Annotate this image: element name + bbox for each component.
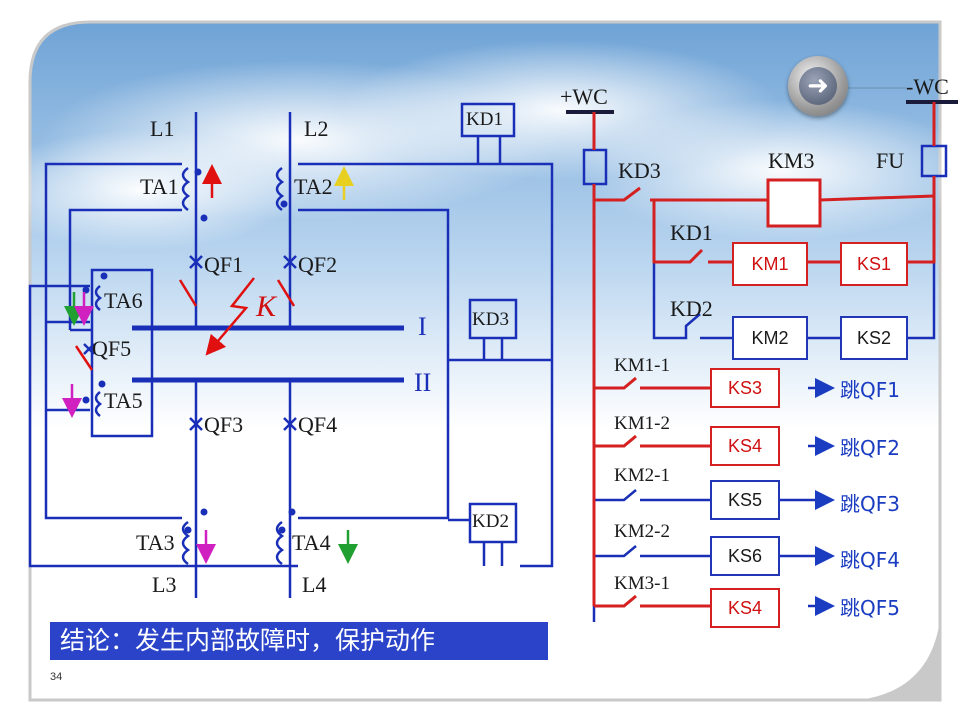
trip-contact-km1-2: KM1-2: [614, 413, 670, 434]
relay-label-kd2: KD2: [472, 511, 509, 532]
contact-label-kd2: KD2: [670, 296, 713, 321]
signal-relay-ks6: KS6: [710, 536, 780, 576]
ct-label-ta3: TA3: [136, 530, 175, 555]
page-number: 34: [50, 671, 63, 683]
coil-km1: KM1: [732, 242, 808, 286]
supply-positive-label: +WC: [560, 84, 608, 109]
ct-label-ta4: TA4: [292, 530, 331, 555]
signal-relay-ks4: KS4: [710, 426, 780, 466]
conclusion-banner: 结论：发生内部故障时，保护动作: [50, 622, 548, 660]
trip-contact-km1-1: KM1-1: [614, 355, 670, 376]
coil-km2: KM2: [732, 316, 808, 360]
fault-label: K: [256, 290, 277, 323]
trip-target-qf1: 跳QF1: [840, 378, 900, 402]
breaker-label-qf4: QF4: [298, 412, 338, 437]
ct-label-ta6: TA6: [104, 288, 143, 313]
fuse-label: FU: [876, 148, 905, 173]
trip-target-qf3: 跳QF3: [840, 492, 900, 516]
coil-label-km3: KM3: [768, 148, 815, 173]
line-label-l4: L4: [302, 572, 327, 597]
contact-label-kd1: KD1: [670, 220, 713, 245]
coil-ks2: KS2: [840, 316, 908, 360]
breaker-label-qf5: QF5: [92, 336, 132, 361]
coil-ks1: KS1: [840, 242, 908, 286]
breaker-label-qf2: QF2: [298, 252, 338, 277]
relay-label-kd1: KD1: [466, 109, 503, 130]
arrow-right-icon: ➜: [799, 67, 837, 105]
bus-label-1: I: [418, 312, 427, 341]
line-label-l2: L2: [304, 116, 329, 141]
signal-relay-ks3: KS3: [710, 368, 780, 408]
breaker-label-qf3: QF3: [204, 412, 244, 437]
trip-target-qf4: 跳QF4: [840, 548, 900, 572]
ct-label-ta5: TA5: [104, 388, 143, 413]
line-label-l3: L3: [152, 572, 177, 597]
ct-label-ta1: TA1: [140, 174, 179, 199]
ct-label-ta2: TA2: [294, 174, 333, 199]
relay-label-kd3: KD3: [472, 309, 509, 330]
trip-contact-km2-2: KM2-2: [614, 521, 670, 542]
signal-relay-ks4-qf5: KS4: [710, 588, 780, 628]
breaker-label-qf1: QF1: [204, 252, 244, 277]
trip-contact-km3-1: KM3-1: [614, 573, 670, 594]
trip-contact-km2-1: KM2-1: [614, 465, 670, 486]
supply-negative-label: -WC: [906, 74, 949, 99]
signal-relay-ks5: KS5: [710, 480, 780, 520]
bus-label-2: II: [414, 368, 432, 397]
next-slide-button[interactable]: ➜: [788, 56, 848, 116]
line-label-l1: L1: [150, 116, 175, 141]
contact-label-kd3: KD3: [618, 158, 661, 183]
trip-target-qf2: 跳QF2: [840, 436, 900, 460]
trip-target-qf5: 跳QF5: [840, 596, 900, 620]
